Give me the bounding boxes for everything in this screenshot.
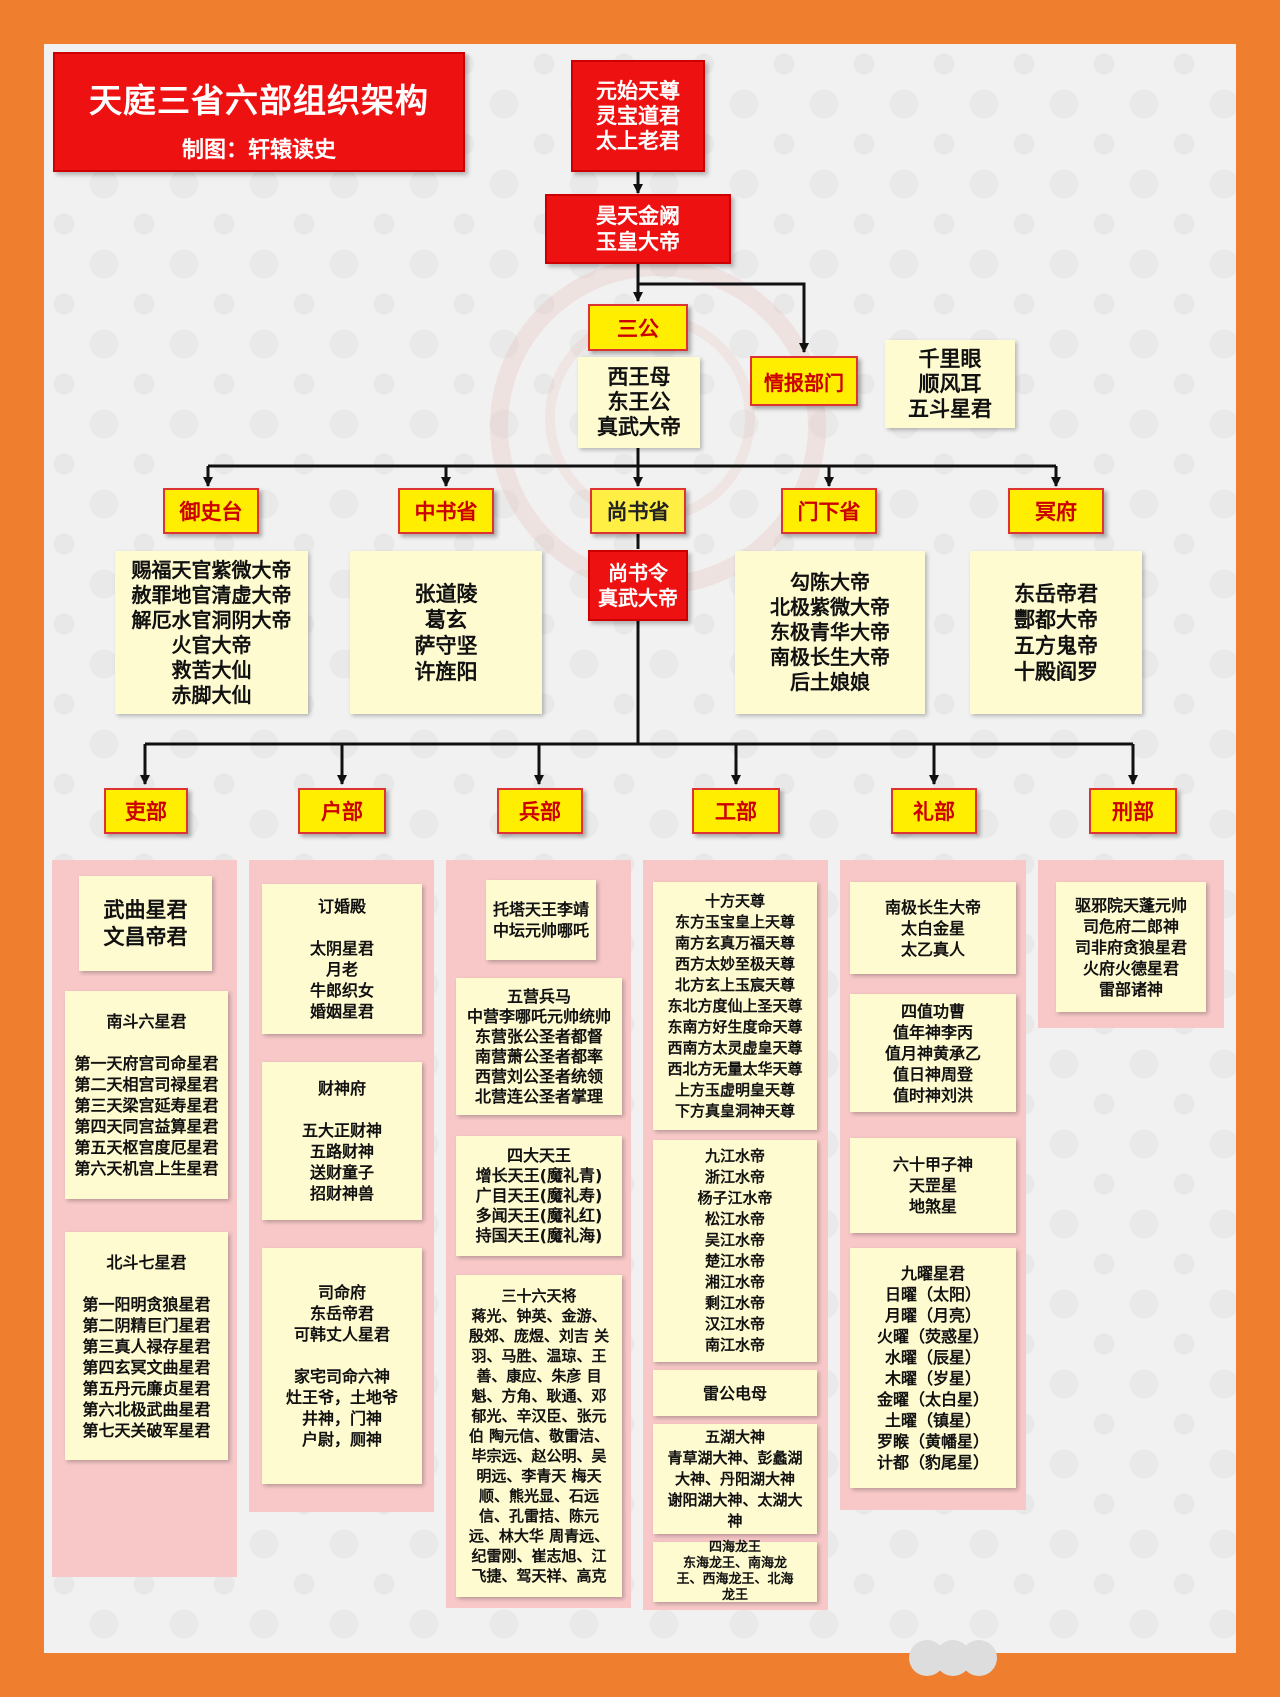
dept-xing-label: 刑部 [1089, 788, 1177, 834]
sangong-member: 真武大帝 [597, 415, 681, 439]
ministry-member: 南极长生大帝 [770, 645, 890, 669]
shangshu-head-line: 真武大帝 [598, 585, 678, 610]
ministry-member: 赤脚大仙 [171, 682, 252, 707]
menxia-members: 勾陈大帝 北极紫微大帝 东极青华大帝 南极长生大帝 后土娘娘 [735, 551, 925, 714]
emperor-box: 昊天金阙 玉皇大帝 [545, 194, 731, 264]
gong-group: 九江水帝 浙江水帝 杨子江水帝 松江水帝 吴江水帝 楚江水帝 湘江水帝 剩江水帝… [653, 1140, 817, 1362]
ministry-member: 酆都大帝 [1014, 607, 1098, 632]
ministry-member: 五方鬼帝 [1014, 633, 1098, 658]
shangshu-head: 尚书令 真武大帝 [588, 550, 688, 621]
trinity-box: 元始天尊 灵宝道君 太上老君 [571, 60, 705, 172]
yushitai-label: 御史台 [163, 488, 259, 534]
zhongshu-label: 中书省 [398, 488, 494, 534]
author-credit: 制图：轩辕读史 [181, 138, 336, 163]
li-group: 北斗七星君 第一阳明贪狼星君 第二阴精巨门星君 第三真人禄存星君 第四玄冥文曲星… [65, 1232, 228, 1460]
dept-lib-label: 礼部 [891, 788, 977, 834]
lib-group: 南极长生大帝 太白金星 太乙真人 [850, 882, 1016, 974]
bing-group: 托塔天王李靖 中坛元帅哪吒 [486, 880, 596, 960]
lib-group: 九曜星君 日曜（太阳） 月曜（月亮） 火曜（荧惑星） 水曜（辰星） 木曜（岁星）… [850, 1248, 1016, 1488]
ministry-member: 东极青华大帝 [770, 620, 890, 644]
title-box: 天庭三省六部组织架构 制图：轩辕读史 [53, 52, 465, 172]
li-group: 武曲星君 文昌帝君 [79, 876, 212, 971]
ministry-member: 救苦大仙 [171, 657, 252, 682]
ministry-member: 北极紫微大帝 [770, 595, 890, 619]
diagram-title: 天庭三省六部组织架构 [89, 81, 429, 120]
trinity-member: 太上老君 [596, 128, 680, 153]
shangshu-head-line: 尚书令 [608, 560, 668, 585]
xing-group: 驱邪院天蓬元帅 司危府二郎神 司非府贪狼星君 火府火德星君 雷部诸神 [1056, 882, 1206, 1012]
intel-member: 千里眼 [918, 346, 982, 371]
sangong-member: 西王母 [607, 365, 671, 389]
ministry-member: 后土娘娘 [790, 670, 870, 694]
hu-group: 司命府 东岳帝君 可韩丈人星君 家宅司命六神 灶王爷，土地爷 井神，门神 户尉，… [262, 1248, 422, 1484]
ministry-member: 赐福天官紫微大帝 [131, 557, 292, 582]
zhongshu-members: 张道陵 葛玄 萨守坚 许旌阳 [350, 551, 542, 714]
dept-gong-label: 工部 [692, 788, 780, 834]
ministry-member: 解厄水官洞阴大帝 [131, 607, 292, 632]
sangong-label: 三公 [588, 304, 688, 351]
menxia-label: 门下省 [781, 488, 877, 534]
hu-group: 订婚殿 太阴星君 月老 牛郎织女 婚姻星君 [262, 884, 422, 1034]
ministry-member: 火官大帝 [171, 632, 252, 657]
bing-group: 五营兵马 中营李哪吒元帅统帅 东营张公圣者都督 南营萧公圣者都率 西营刘公圣者统… [456, 978, 622, 1115]
intel-member: 顺风耳 [918, 371, 982, 396]
gong-group: 四海龙王 东海龙王、南海龙 王、西海龙王、北海 龙王 [653, 1540, 817, 1603]
ministry-member: 东岳帝君 [1014, 581, 1098, 606]
lib-group: 四值功曹 值年神李丙 值月神黄承乙 值日神周登 值时神刘洪 [850, 994, 1016, 1112]
trinity-member: 元始天尊 [596, 78, 680, 103]
ministry-member: 葛玄 [425, 607, 467, 632]
sangong-members: 西王母 东王公 真武大帝 [578, 357, 700, 448]
bing-group: 四大天王 增长天王(魔礼青) 广目天王(魔礼寿) 多闻天王(魔礼红) 持国天王(… [456, 1136, 622, 1256]
bing-group: 三十六天将 蒋光、钟英、金游、 殷郊、庞煜、刘吉 关 羽、马胜、温琼、王 善、康… [456, 1275, 622, 1597]
dept-hu-label: 户部 [298, 788, 386, 834]
intel-members: 千里眼 顺风耳 五斗星君 [885, 340, 1015, 428]
shangshu-label: 尚书省 [590, 488, 686, 534]
decorative-dot [961, 1640, 997, 1676]
gong-group: 雷公电母 [653, 1370, 817, 1416]
lib-group: 六十甲子神 天罡星 地煞星 [850, 1138, 1016, 1233]
hu-group: 财神府 五大正财神 五路财神 送财童子 招财神兽 [262, 1062, 422, 1220]
dept-li-label: 吏部 [104, 788, 188, 834]
intel-label: 情报部门 [750, 356, 858, 406]
gong-group: 五湖大神 青草湖大神、彭蠡湖 大神、丹阳湖大神 谢阳湖大神、太湖大 神 [653, 1424, 817, 1534]
mingfu-members: 东岳帝君 酆都大帝 五方鬼帝 十殿阎罗 [970, 551, 1142, 714]
dept-bing-label: 兵部 [497, 788, 583, 834]
ministry-member: 许旌阳 [414, 659, 478, 684]
gong-group: 十方天尊 东方玉宝皇上天尊 南方玄真万福天尊 西方太妙至极天尊 北方玄上玉宸天尊… [653, 882, 817, 1130]
ministry-member: 赦罪地官清虚大帝 [131, 582, 292, 607]
li-group: 南斗六星君 第一天府宫司命星君 第二天相宫司禄星君 第三天梁宫延寿星君 第四天同… [65, 991, 228, 1199]
ministry-member: 十殿阎罗 [1014, 659, 1098, 684]
trinity-member: 灵宝道君 [596, 103, 680, 128]
sangong-member: 东王公 [607, 390, 671, 414]
mingfu-label: 冥府 [1008, 488, 1104, 534]
yushitai-members: 赐福天官紫微大帝 赦罪地官清虚大帝 解厄水官洞阴大帝 火官大帝 救苦大仙 赤脚大… [115, 551, 308, 714]
ministry-member: 张道陵 [414, 581, 478, 606]
emperor-line: 玉皇大帝 [596, 230, 680, 254]
intel-member: 五斗星君 [908, 396, 992, 421]
ministry-member: 勾陈大帝 [790, 570, 870, 594]
ministry-member: 萨守坚 [414, 633, 478, 658]
emperor-line: 昊天金阙 [596, 204, 680, 228]
